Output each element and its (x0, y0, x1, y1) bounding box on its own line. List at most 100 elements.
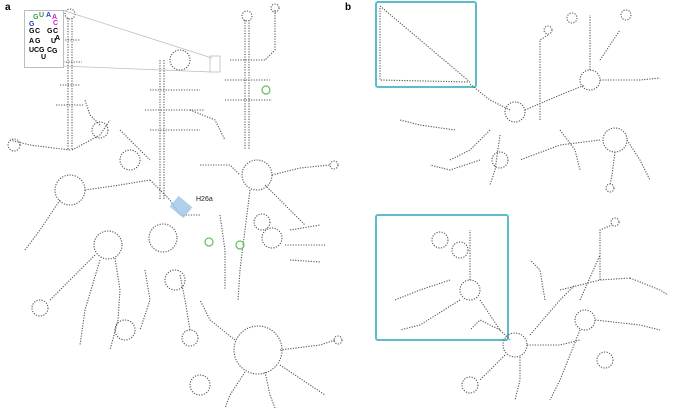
inset-nucleotide: G (47, 28, 53, 35)
stem (559, 129, 581, 171)
stem (469, 83, 511, 111)
stem (179, 274, 191, 331)
green-marker (204, 237, 214, 247)
stem (599, 224, 613, 280)
stem (599, 29, 621, 61)
loop (181, 329, 199, 347)
stem (109, 257, 121, 351)
inset-nucleotide: U (41, 54, 47, 61)
loop (270, 3, 280, 13)
inset-nucleotide: U (29, 47, 35, 54)
loop (7, 138, 21, 152)
stem (626, 139, 651, 181)
stem (394, 279, 451, 301)
stem (67, 18, 73, 150)
stem (79, 259, 101, 346)
loop (566, 12, 578, 24)
stem (189, 109, 226, 141)
stem (527, 339, 581, 346)
stem (139, 269, 151, 331)
loop (504, 101, 526, 123)
stem (145, 89, 205, 131)
h26a-highlight (169, 195, 193, 219)
loop (333, 335, 343, 345)
loop (605, 183, 615, 193)
loop (431, 231, 449, 249)
loop (461, 376, 479, 394)
green-marker (235, 240, 245, 250)
panel-b-bottom-structure (394, 217, 669, 401)
inset-nucleotide: C (53, 20, 59, 27)
stem (489, 134, 501, 186)
highlight-box-bottom (375, 214, 509, 341)
stem (200, 164, 241, 176)
stem (549, 329, 581, 401)
h26a-label: H26a (196, 196, 213, 203)
stem (629, 277, 669, 296)
stem (119, 129, 151, 161)
stem (219, 214, 226, 290)
loop (610, 217, 620, 227)
loop (620, 9, 632, 21)
inset-nucleotide: G (29, 21, 35, 28)
loop (574, 309, 596, 331)
stem (49, 254, 96, 301)
stem (264, 10, 276, 61)
stem (24, 199, 61, 251)
stem (579, 254, 601, 301)
stem (237, 189, 251, 301)
loop (253, 213, 271, 231)
loop (459, 279, 481, 301)
stem (529, 259, 546, 301)
inset-nucleotide: A (52, 14, 58, 21)
stem (529, 284, 576, 336)
loop (93, 230, 123, 260)
loop (543, 25, 553, 35)
loop (602, 127, 628, 153)
loop (119, 149, 141, 171)
green-marker (261, 85, 271, 95)
loop (596, 351, 614, 369)
stem (71, 119, 111, 151)
stem (224, 371, 246, 409)
stem (379, 5, 471, 83)
stem (609, 151, 616, 186)
loop (329, 160, 339, 170)
stem (9, 139, 71, 151)
inset-nucleotide: G (35, 38, 41, 45)
inset-nucleotide: U (51, 38, 57, 45)
stem (514, 357, 521, 401)
inset-nucleotide: C (53, 28, 59, 35)
stem (399, 299, 461, 331)
stem (449, 129, 491, 161)
stem (84, 99, 101, 126)
stem (244, 20, 250, 150)
inset-nucleotide: G (39, 47, 45, 54)
stem (271, 164, 331, 176)
loop (241, 159, 273, 191)
inset-nucleotide: A (55, 35, 61, 42)
stem (524, 84, 586, 111)
panel-a-structure (7, 3, 343, 409)
inset-connector (61, 65, 213, 73)
stem (539, 34, 549, 120)
loop (148, 223, 178, 253)
loop (579, 69, 601, 91)
loop (91, 121, 109, 139)
loop (261, 227, 283, 249)
stem (264, 184, 306, 226)
stem (264, 371, 276, 409)
stem (199, 299, 236, 341)
panel-label-b: b (345, 2, 352, 13)
loop (491, 151, 509, 169)
inset-nucleotide: G (52, 48, 58, 55)
inset-nucleotide: C (35, 28, 41, 35)
inset-nucleotide: A (46, 12, 52, 19)
stem (279, 364, 326, 396)
stem (594, 319, 661, 331)
stem (519, 139, 601, 161)
stem (469, 319, 501, 331)
loop (189, 374, 211, 396)
